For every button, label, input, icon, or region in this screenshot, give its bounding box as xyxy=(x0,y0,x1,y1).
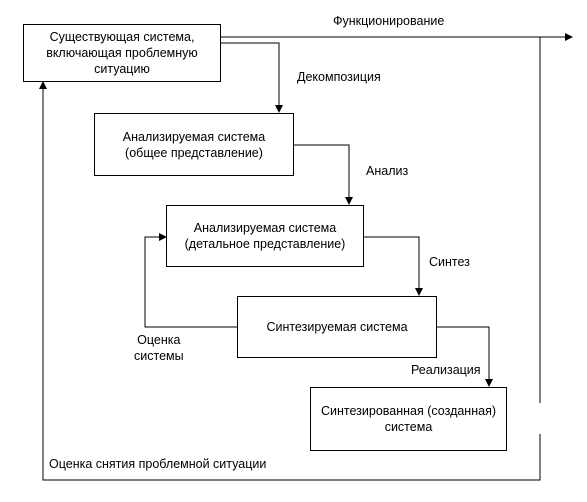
label-problem-resolution-evaluation: Оценка снятия проблемной ситуации xyxy=(49,457,267,471)
synthesized-system-text: Синтезируемая система xyxy=(266,320,408,334)
label-synthesis: Синтез xyxy=(429,255,470,269)
label-implementation: Реализация xyxy=(411,363,481,377)
label-system-evaluation: Оценка системы xyxy=(134,333,184,363)
label-functioning: Функционирование xyxy=(333,14,445,28)
arrow-synthesis xyxy=(364,236,423,296)
created-system-text: Синтезированная (созданная) система xyxy=(321,404,496,434)
arrow-analysis xyxy=(294,144,353,205)
analyzed-system-detailed-text: Анализируемая система (детальное предста… xyxy=(184,221,346,251)
synthesized-system-box: Синтезируемая система xyxy=(237,296,437,358)
arrow-system-evaluation xyxy=(144,233,237,328)
label-decomposition: Декомпозиция xyxy=(297,70,381,84)
analyzed-system-general-box: Анализируемая система (общее представлен… xyxy=(94,113,294,176)
arrow-problem-resolution-evaluation xyxy=(39,81,541,481)
created-system-box: Синтезированная (созданная) система xyxy=(310,387,507,451)
arrow-implementation xyxy=(437,326,493,387)
label-analysis: Анализ xyxy=(366,164,409,178)
arrow-decomposition xyxy=(221,42,283,113)
analyzed-system-detailed-box: Анализируемая система (детальное предста… xyxy=(166,205,364,267)
analyzed-system-general-text: Анализируемая система (общее представлен… xyxy=(122,129,266,160)
existing-system-text: Существующая система, включающая проблем… xyxy=(46,30,198,76)
existing-system-box: Существующая система, включающая проблем… xyxy=(23,24,221,82)
